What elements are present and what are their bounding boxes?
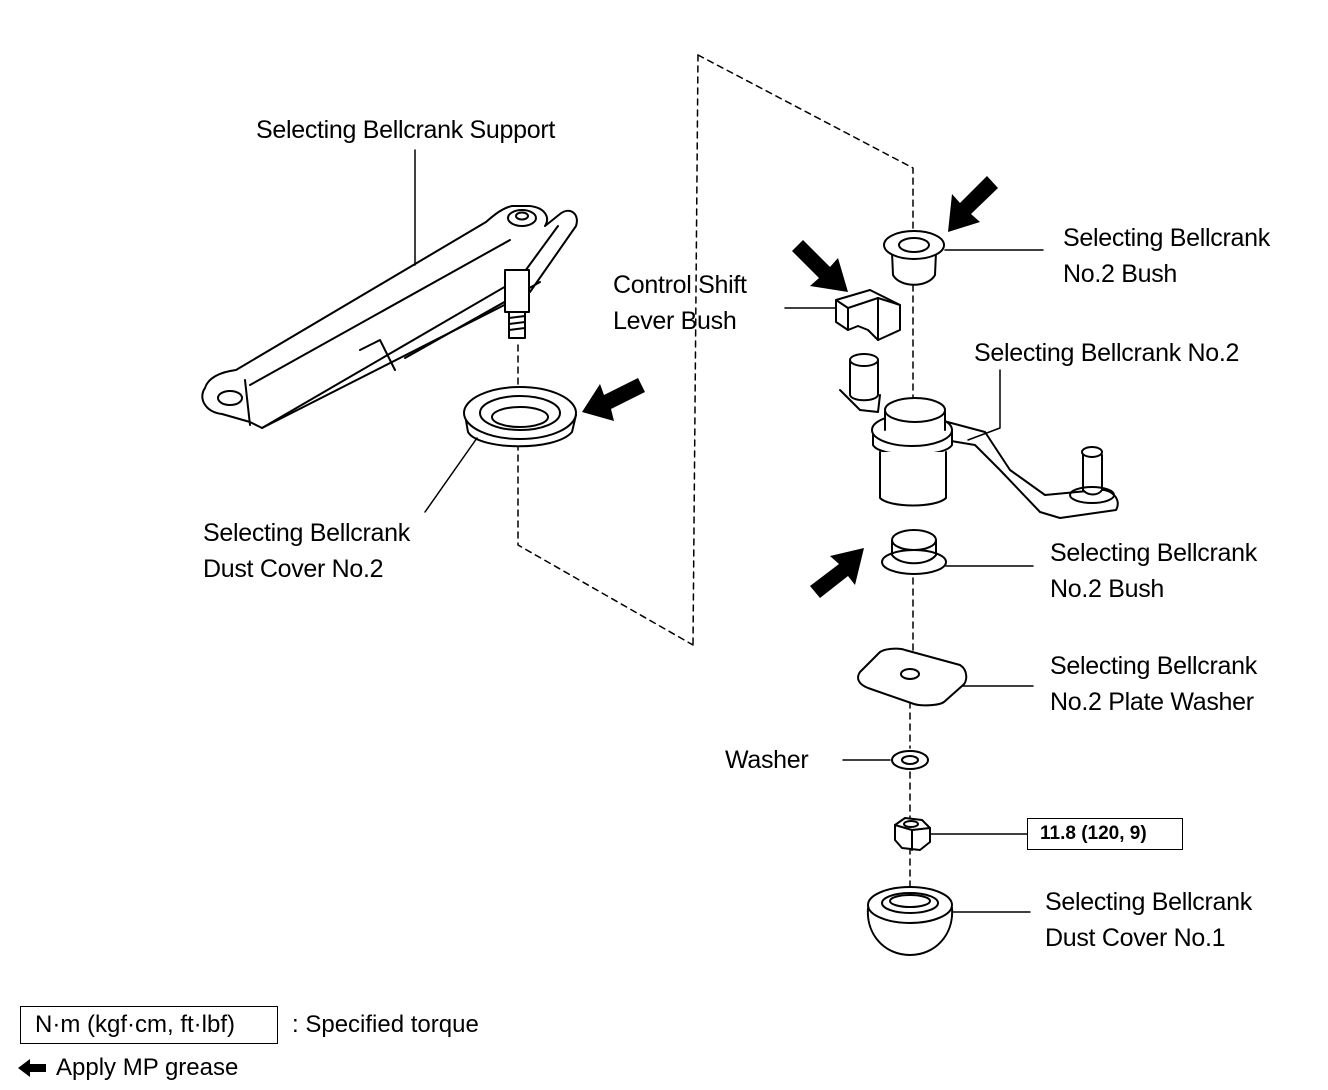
legend-torque-text: : Specified torque (292, 1011, 479, 1038)
dust-cover-no1-part (866, 886, 954, 956)
label-dust-cover-no2-line1: Selecting Bellcrank (203, 519, 410, 547)
label-bush-bottom-line2: No.2 Bush (1050, 575, 1165, 603)
bush-bottom-part (881, 529, 947, 575)
label-bush-top: Selecting Bellcrank No.2 Bush (1063, 220, 1270, 292)
grease-arrow-icon (810, 548, 864, 598)
label-dust-cover-no2: Selecting Bellcrank Dust Cover No.2 (203, 515, 410, 587)
bellcrank-support-part (201, 205, 578, 429)
label-dust-cover-no1-line2: Dust Cover No.1 (1045, 924, 1226, 952)
assembly-dashed-frame (517, 54, 914, 887)
label-plate-washer: Selecting Bellcrank No.2 Plate Washer (1050, 648, 1257, 720)
dust-cover-no2-part (463, 386, 577, 448)
legend-torque-unit-box: N·m (kgf·cm, ft·lbf) (20, 1006, 278, 1044)
leader-lines (414, 149, 1044, 913)
label-bush-bottom: Selecting Bellcrank No.2 Bush (1050, 535, 1257, 607)
label-control-shift-lever-bush: Control Shift Lever Bush (613, 267, 747, 339)
label-bellcrank-support: Selecting Bellcrank Support (256, 116, 556, 144)
legend-grease-text: Apply MP grease (56, 1054, 239, 1081)
nut-part (894, 817, 931, 851)
plate-washer-part (857, 647, 968, 707)
label-bush-top-line1: Selecting Bellcrank (1063, 224, 1270, 252)
label-control-shift-line2: Lever Bush (613, 307, 737, 335)
label-bush-top-line2: No.2 Bush (1063, 260, 1178, 288)
grease-arrow-icon (948, 176, 998, 232)
label-dust-cover-no2-line2: Dust Cover No.2 (203, 555, 384, 583)
grease-arrow-icon (792, 240, 848, 292)
washer-part (891, 750, 929, 770)
bellcrank-no2-part (839, 353, 1119, 519)
grease-arrows (18, 176, 998, 1077)
label-bellcrank-no2: Selecting Bellcrank No.2 (974, 339, 1240, 367)
control-shift-lever-bush-part (835, 289, 901, 341)
label-bush-bottom-line1: Selecting Bellcrank (1050, 539, 1257, 567)
bush-top-part (883, 230, 945, 286)
grease-arrow-icon (582, 378, 645, 421)
label-plate-washer-line1: Selecting Bellcrank (1050, 652, 1257, 680)
label-dust-cover-no1-line1: Selecting Bellcrank (1045, 888, 1252, 916)
label-washer: Washer (725, 746, 809, 774)
grease-arrow-icon (18, 1059, 46, 1077)
label-dust-cover-no1: Selecting Bellcrank Dust Cover No.1 (1045, 884, 1252, 956)
torque-spec-box: 11.8 (120, 9) (1027, 818, 1183, 850)
label-control-shift-line1: Control Shift (613, 271, 747, 299)
label-plate-washer-line2: No.2 Plate Washer (1050, 688, 1254, 716)
